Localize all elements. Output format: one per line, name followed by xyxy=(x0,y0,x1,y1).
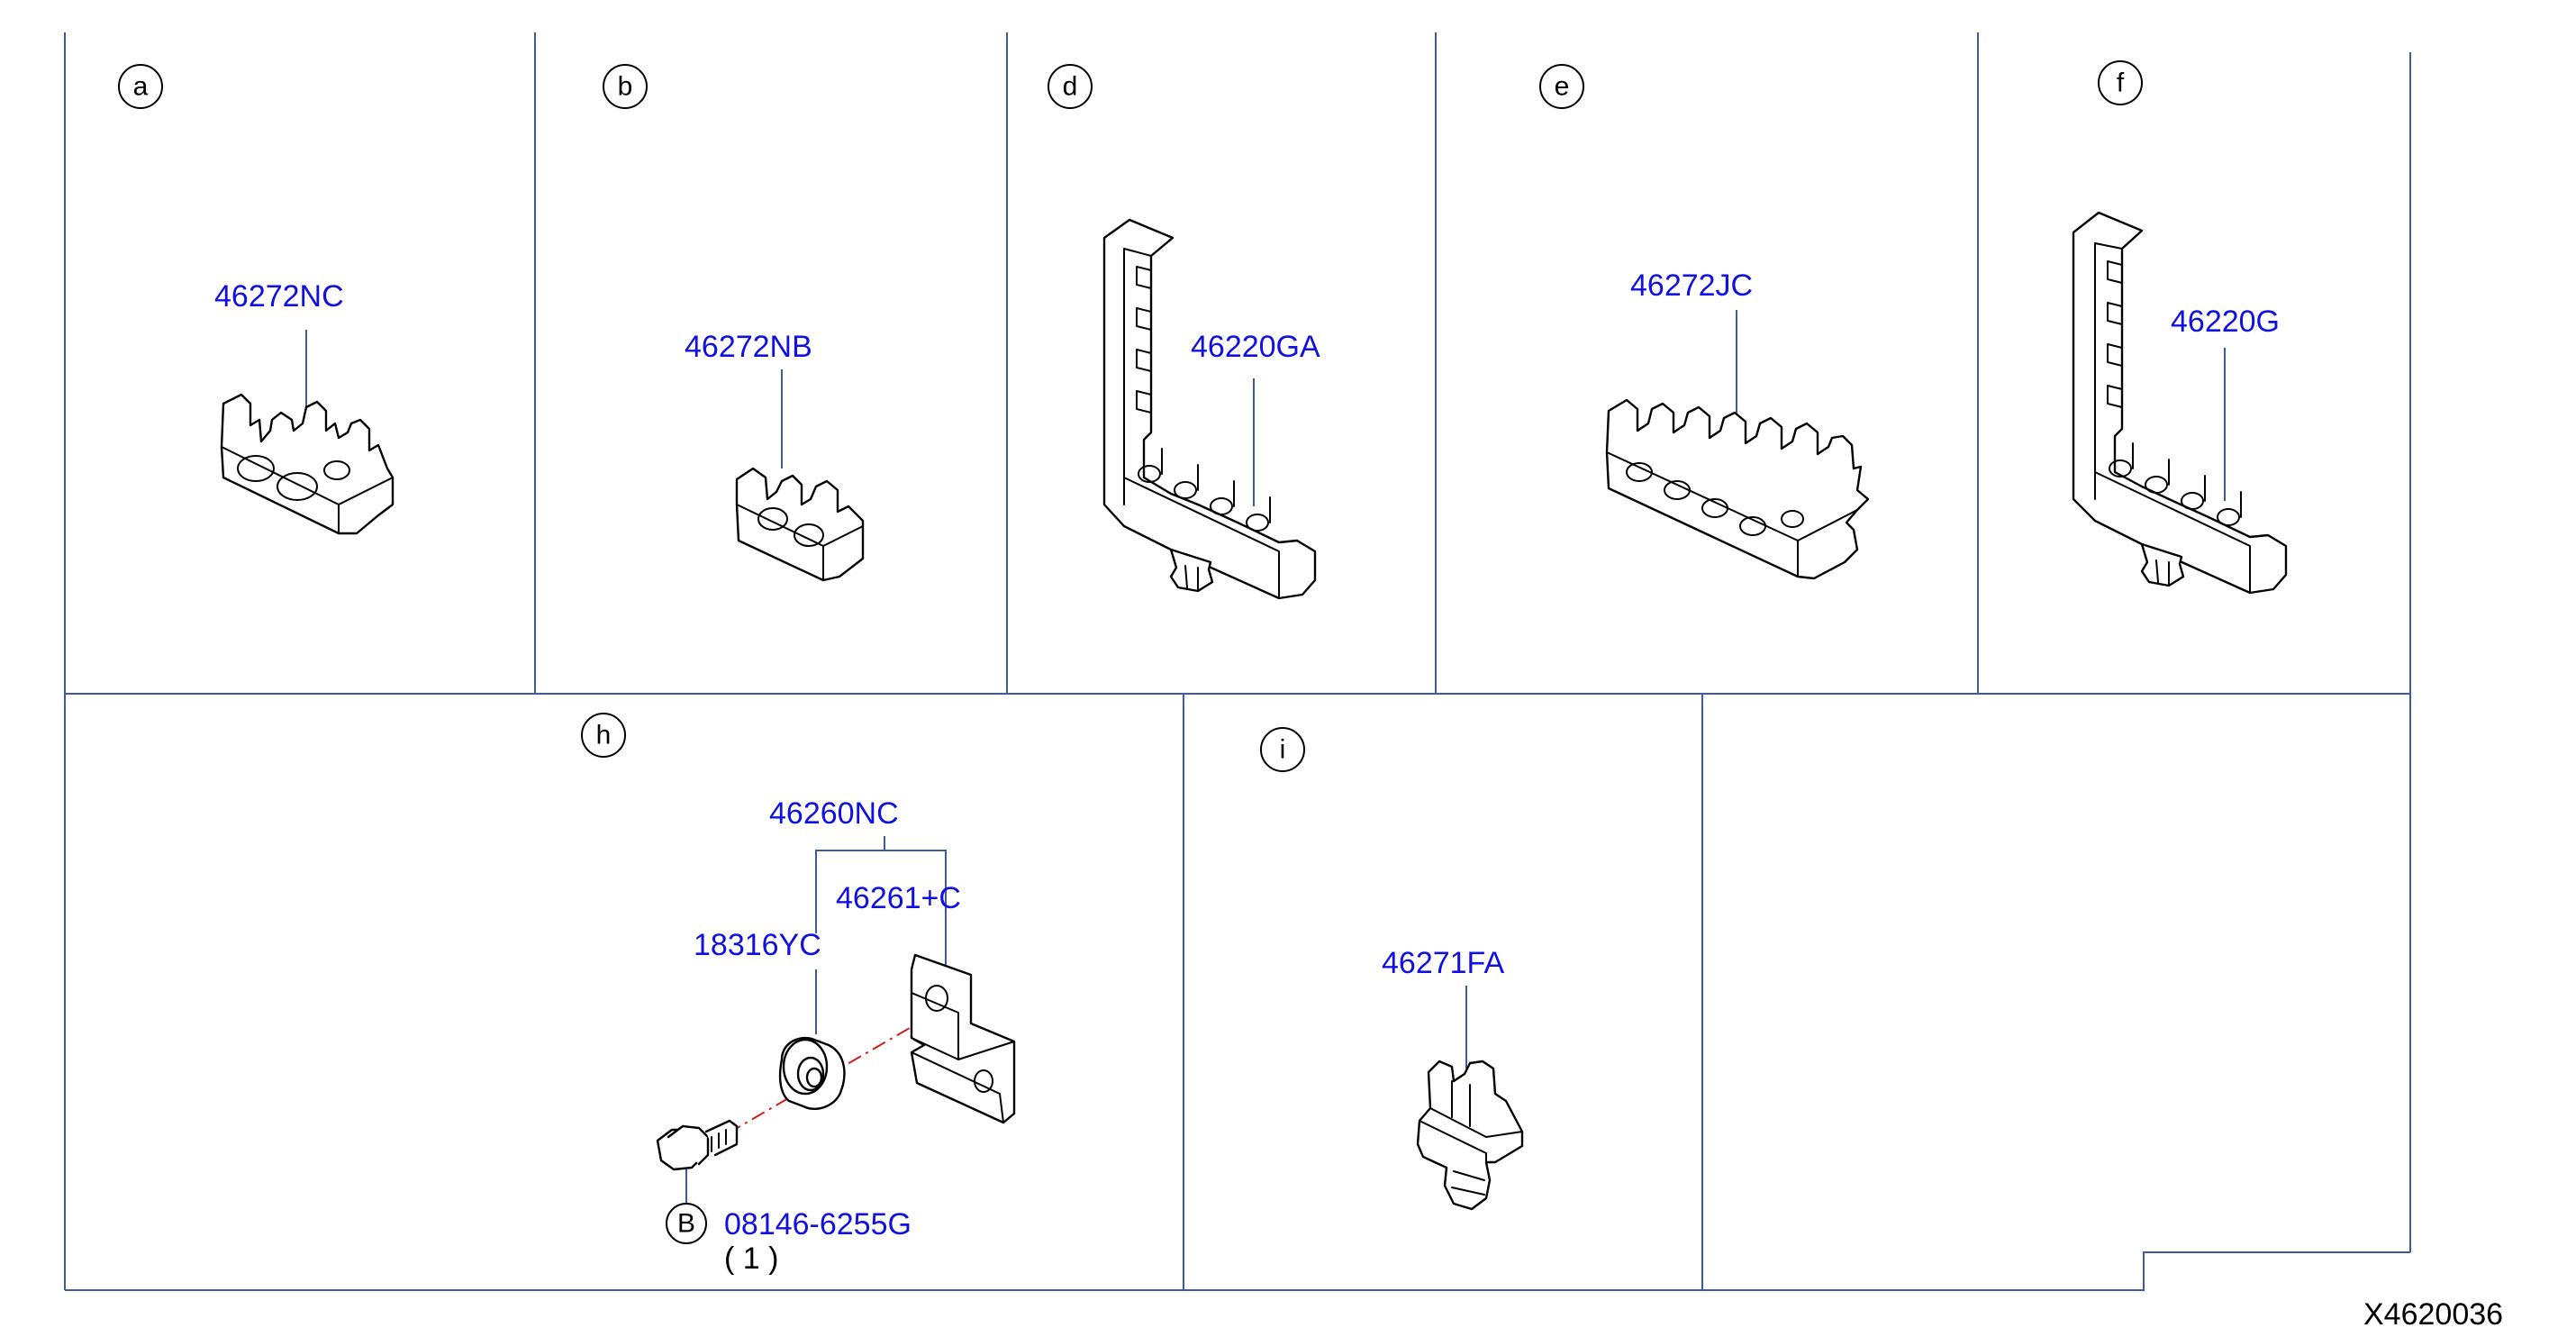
part-number-46220G[interactable]: 46220G xyxy=(2171,305,2280,339)
section-h: h 46260NC 46261+C 18316YC xyxy=(581,713,1016,1276)
clip-46272JC xyxy=(1605,398,1870,580)
section-e: e 46272JC xyxy=(1539,64,1870,580)
bolt-08146-6255G xyxy=(656,1119,739,1171)
clip-46271FA xyxy=(1416,1060,1524,1211)
part-number-46272NC[interactable]: 46272NC xyxy=(214,279,344,314)
part-number-08146-6255G[interactable]: 08146-6255G xyxy=(724,1207,912,1242)
section-d: d 46220GA xyxy=(1048,64,1320,600)
section-a: a 46272NC xyxy=(118,64,395,535)
bracket-46261-C xyxy=(910,953,1016,1124)
diagram-grid xyxy=(64,32,2411,1291)
clip-46220G xyxy=(2072,211,2288,595)
section-d-letter: d xyxy=(1063,72,1078,102)
section-b: b 46272NB xyxy=(603,64,865,582)
part-number-46260NC[interactable]: 46260NC xyxy=(769,796,899,831)
section-a-letter: a xyxy=(133,72,149,102)
section-f: f 46220G xyxy=(2072,60,2288,595)
clip-46220GA xyxy=(1102,218,1317,600)
part-number-46261-C[interactable]: 46261+C xyxy=(836,881,961,915)
section-i: i 46271FA xyxy=(1260,727,1524,1211)
part-number-46272JC[interactable]: 46272JC xyxy=(1630,268,1753,303)
bolt-quantity: ( 1 ) xyxy=(724,1242,778,1276)
grommet-18316YC xyxy=(778,1036,846,1111)
diagram-code: X4620036 xyxy=(2363,1297,2503,1332)
section-b-letter: b xyxy=(618,72,633,102)
section-f-letter: f xyxy=(2117,68,2125,98)
bolt-marker: B xyxy=(677,1209,695,1239)
part-number-18316YC[interactable]: 18316YC xyxy=(694,928,821,962)
clip-46272NB xyxy=(735,467,865,582)
section-i-letter: i xyxy=(1280,735,1286,765)
part-number-46271FA[interactable]: 46271FA xyxy=(1382,946,1504,980)
section-e-letter: e xyxy=(1555,72,1570,102)
part-number-46272NB[interactable]: 46272NB xyxy=(685,330,812,364)
section-h-letter: h xyxy=(596,721,612,750)
part-number-46220GA[interactable]: 46220GA xyxy=(1191,330,1320,364)
clip-46272NC xyxy=(220,393,395,535)
